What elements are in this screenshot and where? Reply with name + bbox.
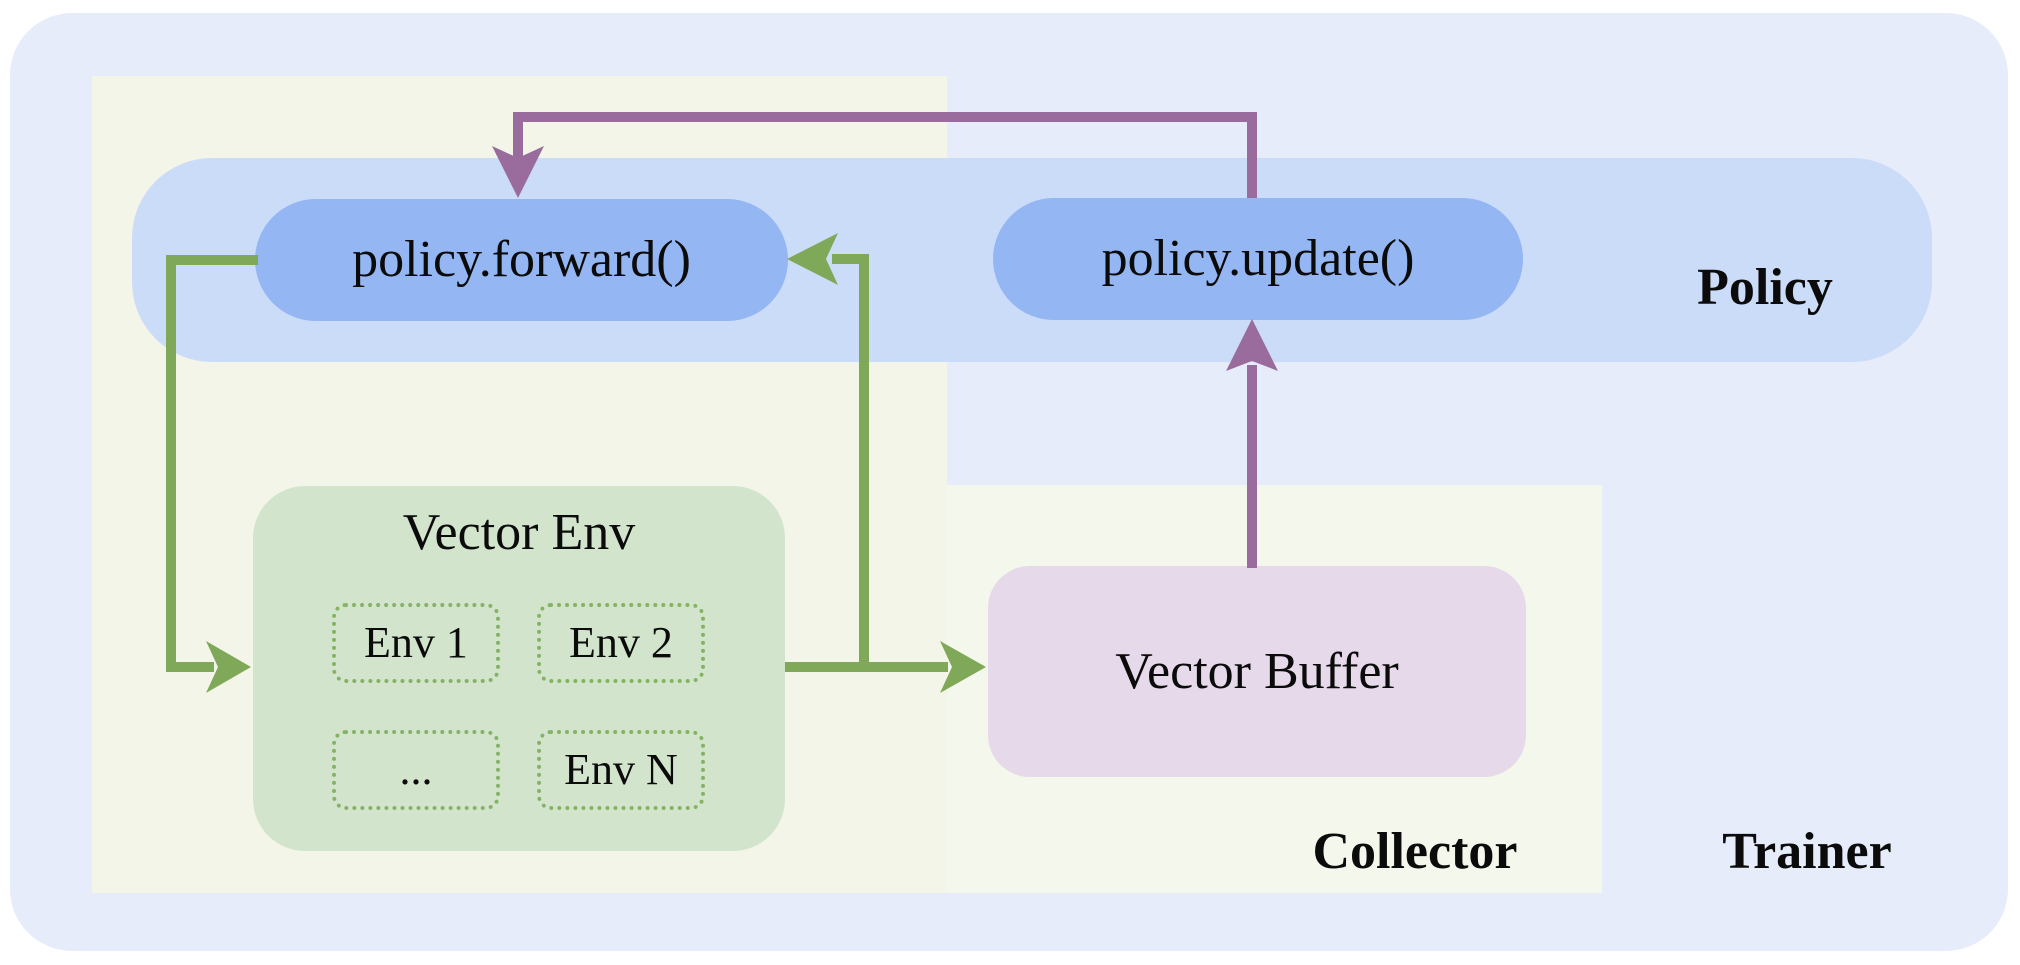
env-cell-ellipsis: ... [332,730,500,810]
policy-forward-node: policy.forward() [255,199,788,321]
policy-update-label: policy.update() [1101,230,1415,287]
env-cell-n: Env N [537,730,705,810]
env-n-label: Env N [564,745,678,794]
policy-forward-label: policy.forward() [352,231,691,288]
vector-env-box: Vector Env Env 1 Env 2 ... Env N [253,486,785,851]
vector-buffer-label: Vector Buffer [1115,642,1399,700]
collector-region-label: Collector [1312,823,1518,880]
vector-env-title: Vector Env [402,504,636,561]
env-cell-2: Env 2 [537,603,705,683]
env-2-label: Env 2 [569,618,673,667]
env-1-label: Env 1 [364,618,468,667]
env-ellipsis-label: ... [399,745,433,794]
trainer-region-label: Trainer [1722,823,1892,880]
env-cell-1: Env 1 [332,603,500,683]
policy-region-label: Policy [1697,259,1833,316]
policy-update-node: policy.update() [993,198,1523,320]
vector-buffer-node: Vector Buffer [988,566,1526,777]
